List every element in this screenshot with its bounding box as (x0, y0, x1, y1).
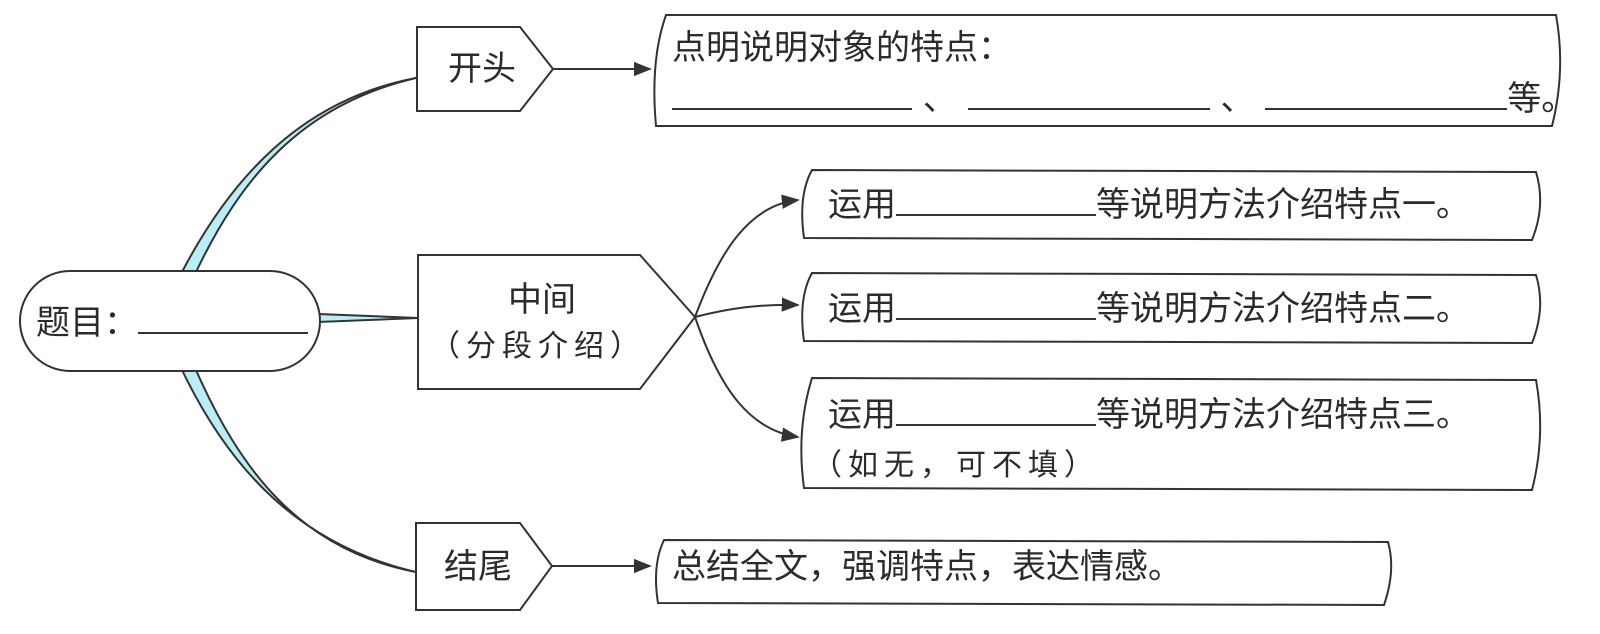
separator-1: 、 (922, 79, 957, 119)
ending-text: 总结全文，强调特点，表达情感。 (672, 547, 1182, 587)
ending-label: 结尾 (444, 547, 512, 587)
middle-arrow-3 (694, 316, 800, 442)
feature-blank-3[interactable] (1265, 78, 1508, 110)
method-suffix-1: 等说明方法介绍特点一。 (1096, 185, 1470, 225)
separator-2: 、 (1220, 79, 1255, 119)
method-prefix-1: 运用 (828, 185, 896, 225)
method-suffix-3: 等说明方法介绍特点三。 (1096, 395, 1470, 435)
middle-label: 中间 (508, 280, 576, 320)
method-blank-2[interactable] (896, 288, 1096, 320)
opening-label: 开头 (448, 49, 516, 89)
method-suffix-2: 等说明方法介绍特点二。 (1096, 289, 1470, 329)
opening-node (416, 26, 555, 112)
method-box-1 (801, 168, 1542, 242)
middle-node (417, 254, 697, 390)
branch-connector-ending (180, 369, 417, 573)
feature-blank-1[interactable] (672, 78, 912, 110)
middle-arrow-1 (694, 194, 800, 318)
method-blank-1[interactable] (896, 184, 1096, 216)
method-box-3 (800, 376, 1542, 492)
root-label: 题目： (36, 303, 138, 343)
feature-blank-2[interactable] (967, 78, 1210, 110)
method-row-1: 运用 等说明方法介绍特点一。 (828, 184, 1470, 225)
opening-text: 点明说明对象的特点： (672, 28, 1012, 68)
method-prefix-2: 运用 (828, 289, 896, 329)
title-blank[interactable] (138, 302, 308, 334)
method-prefix-3: 运用 (828, 395, 896, 435)
method-row-3: 运用 等说明方法介绍特点三。 (828, 394, 1470, 435)
opening-box (653, 14, 1562, 127)
method-row-2: 运用 等说明方法介绍特点二。 (828, 288, 1470, 329)
middle-sublabel: （分段介绍） (430, 329, 646, 364)
method-blank-3[interactable] (896, 394, 1096, 426)
method-box-2 (801, 271, 1542, 345)
opening-blanks-row: 、 、 等。 (672, 78, 1575, 119)
ending-node (415, 522, 554, 611)
root-label-row: 题目： (36, 302, 308, 343)
method-note-3: （如无，可不填） (812, 448, 1100, 483)
root-node (19, 270, 321, 372)
opening-suffix: 等。 (1507, 79, 1576, 119)
branch-connector-middle (317, 312, 419, 324)
middle-arrow-2 (694, 297, 800, 318)
branch-connector-opening (180, 77, 417, 273)
ending-box (655, 538, 1393, 607)
